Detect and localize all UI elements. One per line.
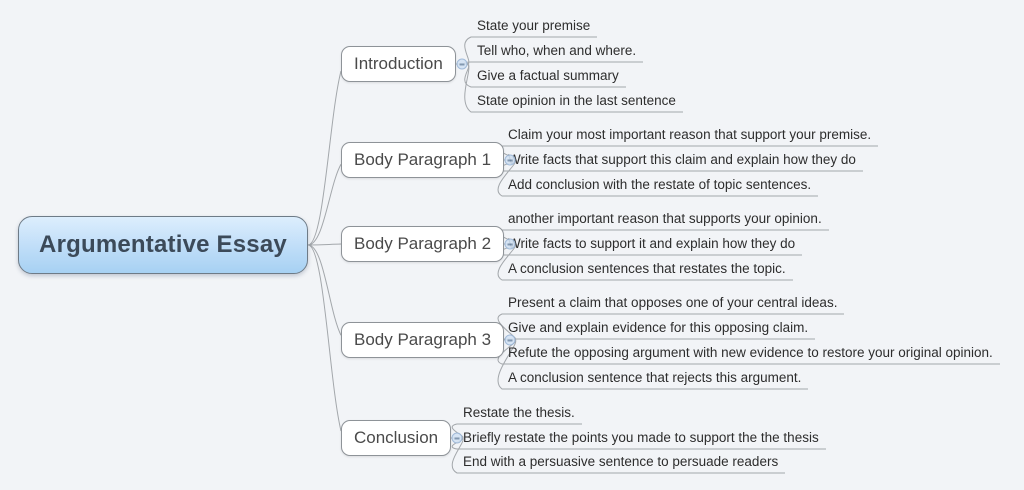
subtopic[interactable]: Tell who, when and where.: [477, 43, 637, 58]
connector-line: [307, 244, 342, 336]
subtopic[interactable]: Write facts to support it and explain ho…: [508, 236, 796, 251]
connector-line: [497, 338, 815, 341]
subtopic[interactable]: Present a claim that opposes one of your…: [508, 295, 838, 310]
subtopic[interactable]: State opinion in the last sentence: [477, 93, 676, 108]
subtopic[interactable]: Give a factual summary: [477, 68, 619, 83]
collapse-toggle-minus-icon[interactable]: [504, 334, 516, 346]
topic-body-paragraph-1[interactable]: Body Paragraph 1: [341, 142, 505, 178]
topic-conclusion[interactable]: Conclusion: [341, 420, 452, 456]
subtopic[interactable]: A conclusion sentences that restates the…: [508, 261, 786, 276]
collapse-toggle-minus-icon[interactable]: [451, 432, 463, 444]
connector-line: [307, 164, 342, 246]
subtopic[interactable]: Claim your most important reason that su…: [508, 127, 872, 142]
subtopic[interactable]: Give and explain evidence for this oppos…: [508, 320, 809, 335]
subtopic[interactable]: End with a persuasive sentence to persua…: [463, 454, 779, 469]
subtopic[interactable]: Restate the thesis.: [463, 405, 575, 420]
topic-body-paragraph-2[interactable]: Body Paragraph 2: [341, 226, 505, 262]
topic-introduction[interactable]: Introduction: [341, 46, 456, 82]
subtopic[interactable]: State your premise: [477, 18, 591, 33]
subtopic[interactable]: Add conclusion with the restate of topic…: [508, 177, 812, 192]
root-topic[interactable]: Argumentative Essay: [18, 216, 308, 274]
connector-line: [307, 243, 342, 246]
subtopic[interactable]: another important reason that supports y…: [508, 211, 822, 226]
connector-line: [307, 244, 342, 432]
collapse-toggle-minus-icon[interactable]: [504, 238, 516, 250]
connector-line: [307, 70, 342, 246]
topic-body-paragraph-3[interactable]: Body Paragraph 3: [341, 322, 505, 358]
subtopic[interactable]: A conclusion sentence that rejects this …: [508, 370, 802, 385]
subtopic[interactable]: Write facts that support this claim and …: [508, 152, 856, 167]
subtopic[interactable]: Refute the opposing argument with new ev…: [508, 345, 993, 360]
connector-line: [464, 61, 643, 65]
root-topic-label: Argumentative Essay: [39, 231, 287, 258]
collapse-toggle-minus-icon[interactable]: [504, 154, 516, 166]
collapse-toggle-minus-icon[interactable]: [456, 58, 468, 70]
subtopic[interactable]: Briefly restate the points you made to s…: [463, 430, 819, 445]
